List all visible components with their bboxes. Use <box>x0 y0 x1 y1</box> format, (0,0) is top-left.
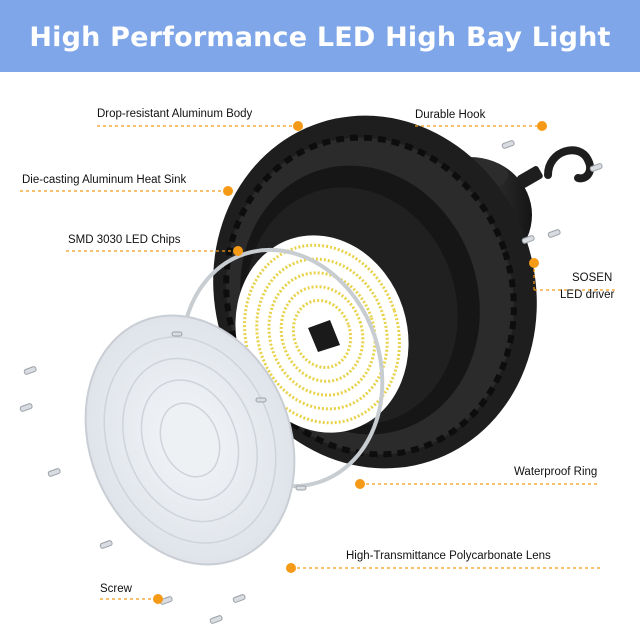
label-waterproof-ring: Waterproof Ring <box>514 466 598 478</box>
hook <box>517 146 595 188</box>
label-driver: LED driver <box>560 289 615 301</box>
polycarbonate-lens <box>84 314 296 566</box>
dot-hook <box>537 121 547 131</box>
page-title: High Performance LED High Bay Light <box>29 22 611 53</box>
dot-driver <box>529 258 539 268</box>
callout-lines <box>20 125 618 600</box>
label-hook: Durable Hook <box>415 109 486 121</box>
title-banner <box>0 0 640 72</box>
label-screw: Screw <box>100 583 132 595</box>
dot-body <box>293 121 303 131</box>
dot-chips <box>233 246 243 256</box>
label-led-chips: SMD 3030 LED Chips <box>68 234 181 246</box>
dot-heatsink <box>223 186 233 196</box>
label-driver-brand: SOSEN <box>572 272 613 284</box>
label-aluminum-body: Drop-resistant Aluminum Body <box>97 108 253 120</box>
label-heat-sink: Die-casting Aluminum Heat Sink <box>22 174 187 186</box>
callout-dots <box>153 121 547 604</box>
label-lens: High-Transmittance Polycarbonate Lens <box>346 550 551 562</box>
dot-ring <box>355 479 365 489</box>
dot-lens <box>286 563 296 573</box>
dot-screw <box>153 594 163 604</box>
